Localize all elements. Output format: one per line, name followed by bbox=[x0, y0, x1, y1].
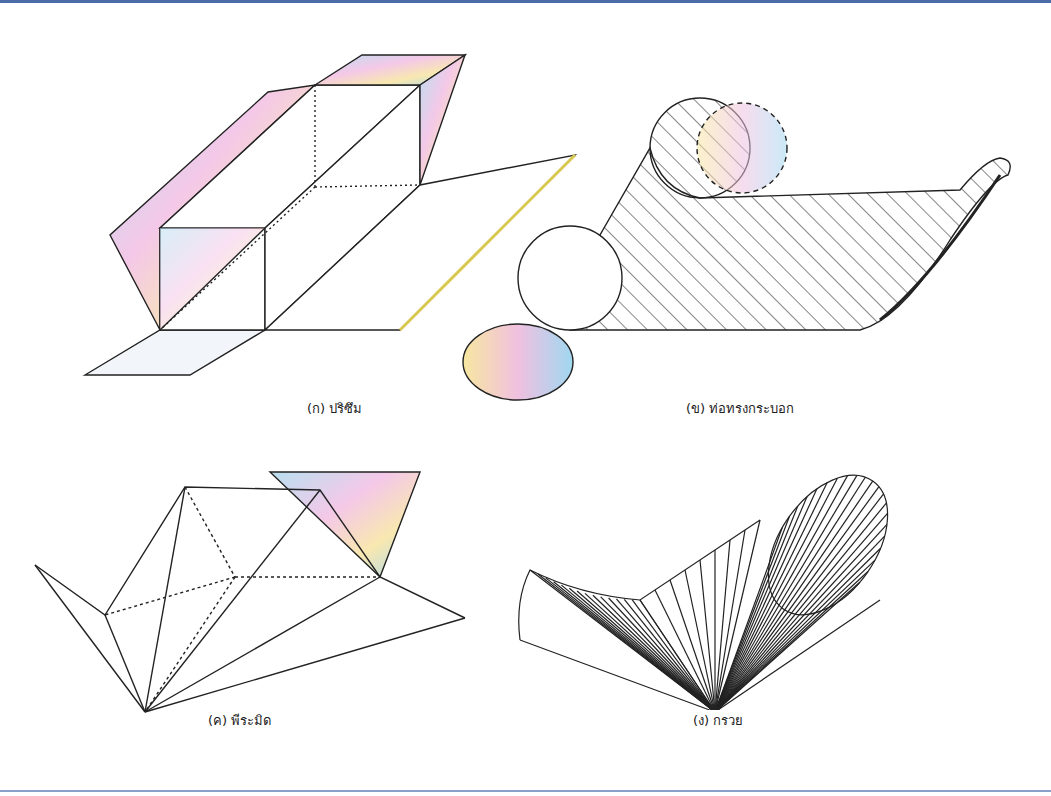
figure-caption: (ข) ท่อทรงกระบอก bbox=[684, 398, 796, 419]
bottom-rule bbox=[0, 790, 1051, 792]
top-rule bbox=[0, 0, 1051, 3]
cone-figure bbox=[519, 454, 912, 714]
figure-caption: (ค) พีระมิด bbox=[206, 710, 273, 731]
figure-caption: (ก) ปริซึม bbox=[305, 398, 364, 419]
pyramid-figure bbox=[35, 472, 465, 712]
cylinder-figure bbox=[463, 98, 1010, 400]
figure-caption: (ง) กรวย bbox=[691, 710, 745, 731]
